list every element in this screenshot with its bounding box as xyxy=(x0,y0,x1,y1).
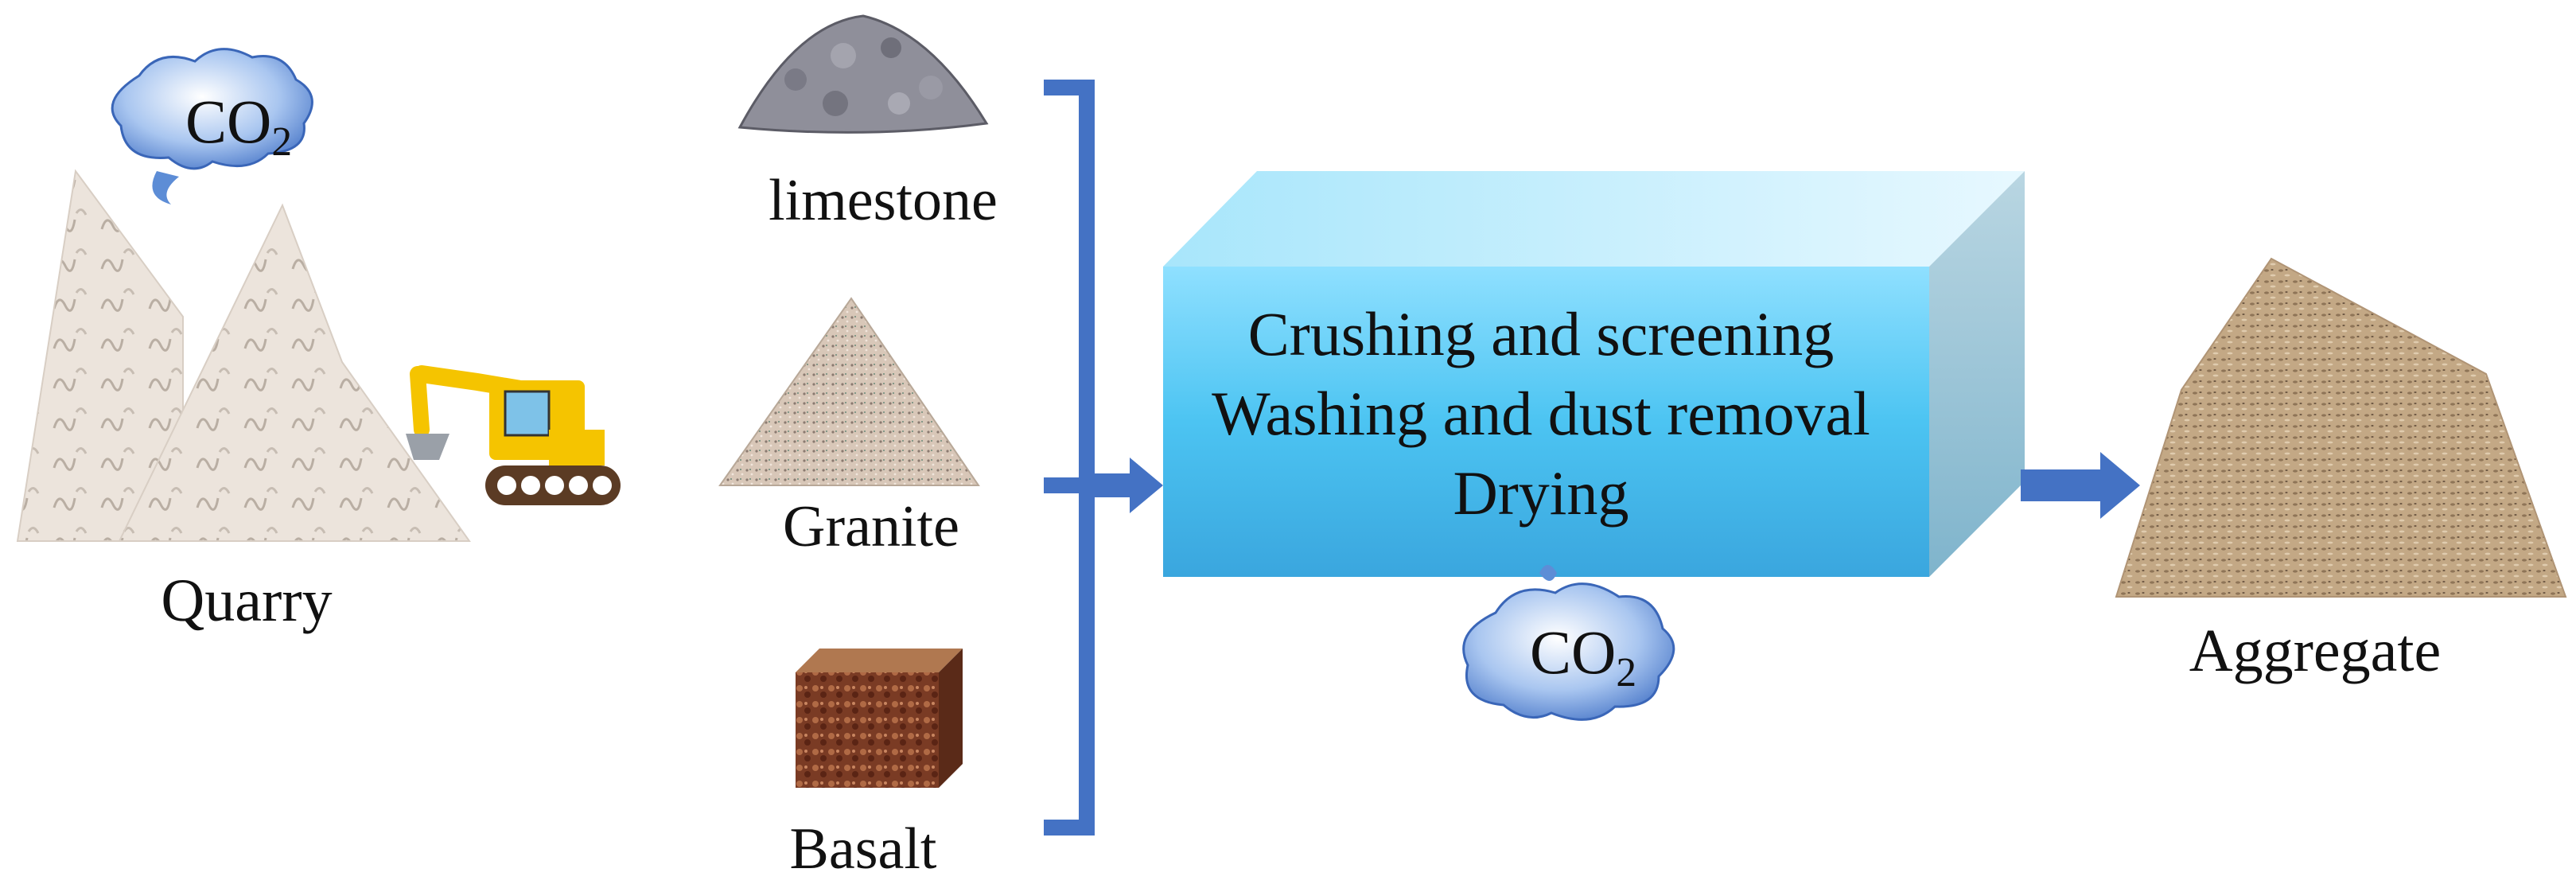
quarry-co2-cloud xyxy=(111,48,313,204)
quarry-label: Quarry xyxy=(161,567,333,634)
process-step-crushing: Crushing and screening xyxy=(1247,299,1835,368)
process-co2-label: CO2 xyxy=(1529,617,1637,696)
excavator-icon xyxy=(406,365,621,505)
limestone-label: limestone xyxy=(769,168,998,233)
process-step-washing: Washing and dust removal xyxy=(1212,379,1870,448)
process-box xyxy=(1163,171,2025,577)
limestone-pile xyxy=(737,14,989,134)
granite-pile xyxy=(718,297,980,486)
basalt-label: Basalt xyxy=(789,816,937,882)
quarry-mountain xyxy=(16,169,471,542)
granite-label: Granite xyxy=(783,494,959,559)
output-arrow xyxy=(2021,452,2140,519)
aggregate-pile xyxy=(2115,257,2567,598)
basalt-cube xyxy=(796,649,963,788)
process-step-drying: Drying xyxy=(1453,458,1629,528)
aggregate-label: Aggregate xyxy=(2189,617,2442,684)
quarry-co2-label: CO2 xyxy=(185,87,293,166)
process-co2-cloud xyxy=(1462,565,1675,721)
process-steps: Crushing and screening Washing and dust … xyxy=(1163,294,1919,533)
connector-bracket xyxy=(1044,80,1163,836)
